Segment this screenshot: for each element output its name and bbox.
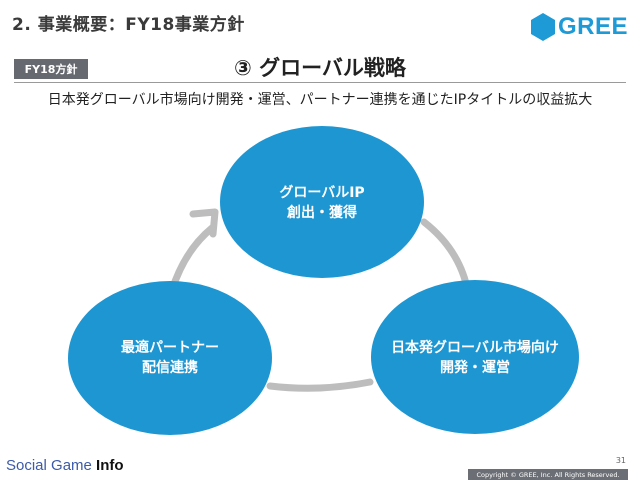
hexagon-icon <box>531 13 555 41</box>
node-global-ip-line1: グローバルIP <box>279 185 365 201</box>
node-global-dev-line1: 日本発グローバル市場向け <box>391 340 559 356</box>
gree-logo: GREE <box>530 12 630 42</box>
watermark-part2: Info <box>96 457 124 474</box>
node-circle-global-ip <box>220 126 424 278</box>
node-circle-partner <box>68 281 272 435</box>
social-game-info-watermark: Social Game Info <box>4 457 126 474</box>
strategy-subtitle: 日本発グローバル市場向け開発・運営、パートナー連携を通じたIPタイトルの収益拡大 <box>47 92 593 108</box>
node-global-dev-line2: 開発・運営 <box>440 360 510 376</box>
node-global-dev: 日本発グローバル市場向け 開発・運営 <box>371 323 579 393</box>
node-circle-global-dev <box>371 280 579 434</box>
node-partner: 最適パートナー 配信連携 <box>70 323 270 393</box>
node-partner-line2: 配信連携 <box>142 360 198 376</box>
cycle-arrowhead-icon <box>189 208 219 238</box>
node-global-ip: グローバルIP 創出・獲得 <box>222 168 422 238</box>
section-title: ③ グローバル戦略 <box>234 56 406 80</box>
node-global-ip-line2: 創出・獲得 <box>287 205 357 221</box>
section-divider <box>14 82 626 83</box>
cycle-arc-bottom <box>266 378 374 392</box>
cycle-arc-left <box>168 224 216 294</box>
copyright-bar: Copyright © GREE, Inc. All Rights Reserv… <box>468 469 628 480</box>
watermark-part1: Social Game <box>6 457 97 474</box>
page-number: 31 <box>615 456 626 465</box>
fy18-policy-tag: FY18方針 <box>14 59 88 79</box>
logo-wordmark: GREE <box>558 13 629 40</box>
node-partner-line1: 最適パートナー <box>121 340 219 356</box>
page-header-title: 2. 事業概要：FY18事業方針 <box>12 15 245 35</box>
